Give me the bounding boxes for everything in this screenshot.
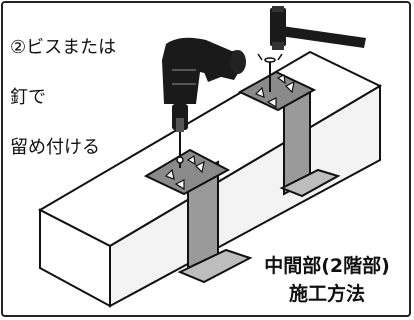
- diagram-caption: 中間部(2階部) 施工方法: [252, 252, 402, 308]
- diagram-border: [1, 1, 411, 317]
- screw-icon: [176, 130, 184, 168]
- front-foot-plate: [177, 248, 253, 284]
- instruction-text: ②ビスまたは 釘で 留め付ける: [10, 10, 170, 185]
- rear-top-plate: [237, 70, 317, 112]
- rear-plate-holes: [254, 74, 295, 109]
- power-drill-icon: [162, 37, 246, 132]
- beam-end-face: [39, 208, 111, 308]
- hammer-icon: [270, 6, 366, 50]
- rear-foot-plate: [279, 168, 341, 198]
- instruction-line-2: 釘で: [10, 87, 46, 108]
- caption-line-2: 施工方法: [288, 283, 365, 305]
- instruction-line-3: 留め付ける: [10, 137, 100, 158]
- caption-line-1: 中間部(2階部): [264, 255, 390, 277]
- nail-icon: [257, 53, 283, 92]
- front-top-plate: [143, 148, 231, 196]
- front-plate-holes: [164, 154, 205, 191]
- instruction-line-1: ②ビスまたは: [10, 37, 117, 58]
